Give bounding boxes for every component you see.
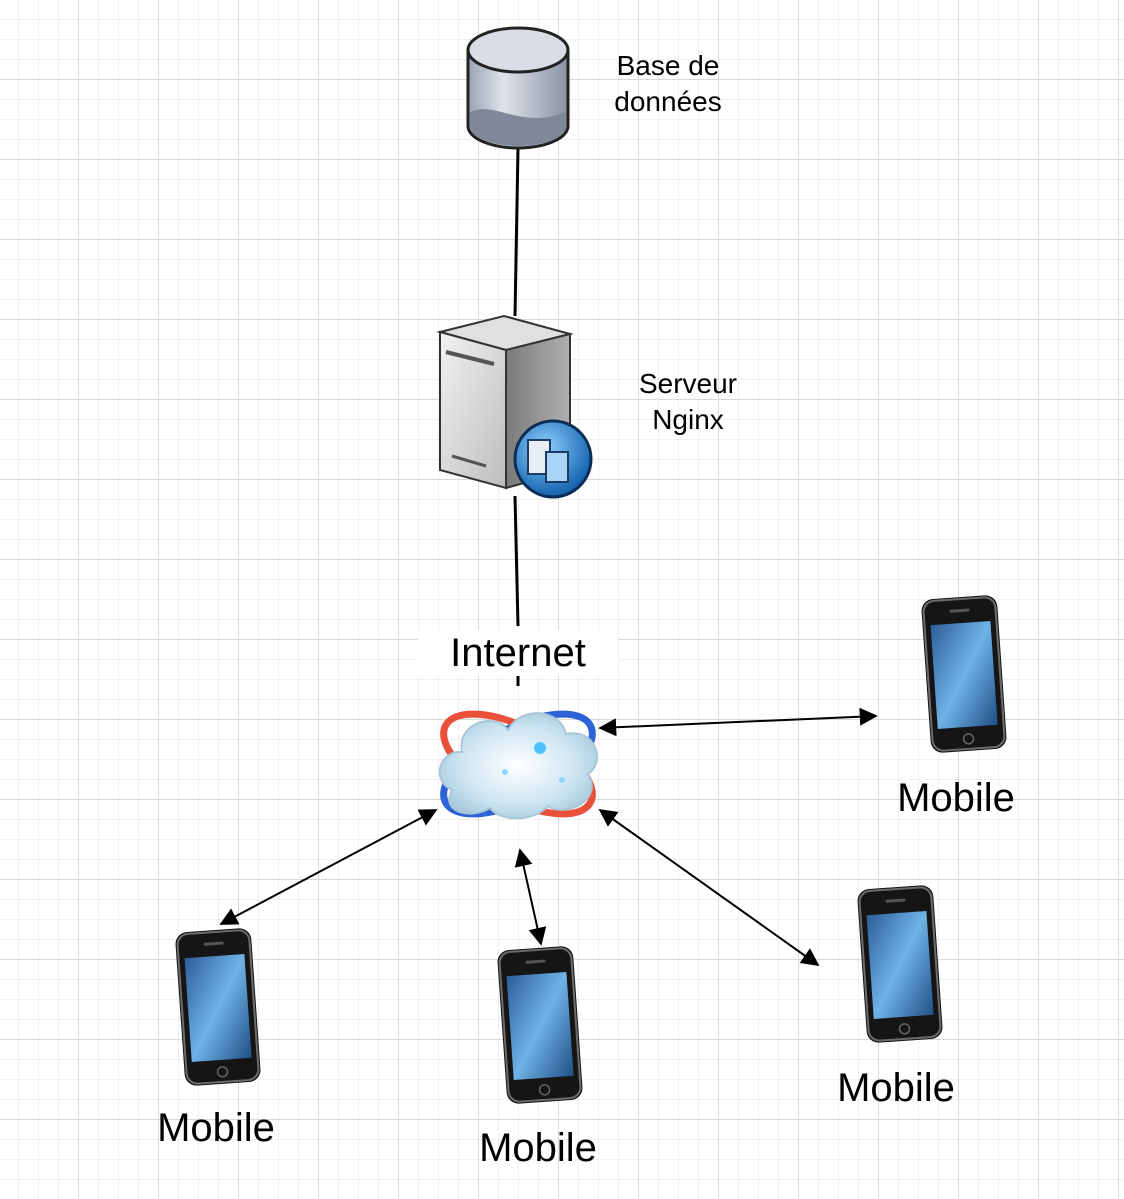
mobile-label-right-bottom: Mobile <box>837 1066 955 1110</box>
internet-label: Internet <box>418 630 618 676</box>
mobile-label-bottom-center: Mobile <box>479 1126 597 1170</box>
edges <box>219 147 878 967</box>
edge-internet-mobile-bottom-center <box>514 848 547 946</box>
mobile-phone-icon-bottom-left <box>173 926 263 1088</box>
mobile-phone-icon-right-top <box>919 593 1009 755</box>
mobile-label-bottom-left: Mobile <box>157 1106 275 1150</box>
database-icon <box>466 26 570 150</box>
mobile-phone-icon-bottom-center <box>495 944 585 1106</box>
mobile-label-right-top: Mobile <box>897 776 1015 820</box>
edge-internet-mobile-bottom-left <box>219 809 438 925</box>
server-label: Serveur Nginx <box>638 368 738 436</box>
internet-cloud-icon <box>438 710 598 820</box>
edge-server-internet <box>513 495 520 627</box>
edge-internet-mobile-right-top <box>598 707 878 737</box>
mobile-phone-icon-right-bottom <box>855 883 945 1045</box>
edge-database-server <box>513 147 520 317</box>
server-icon <box>436 314 593 499</box>
edge-internet-mobile-right-bottom <box>598 808 820 967</box>
database-label: Base de données <box>614 50 722 118</box>
